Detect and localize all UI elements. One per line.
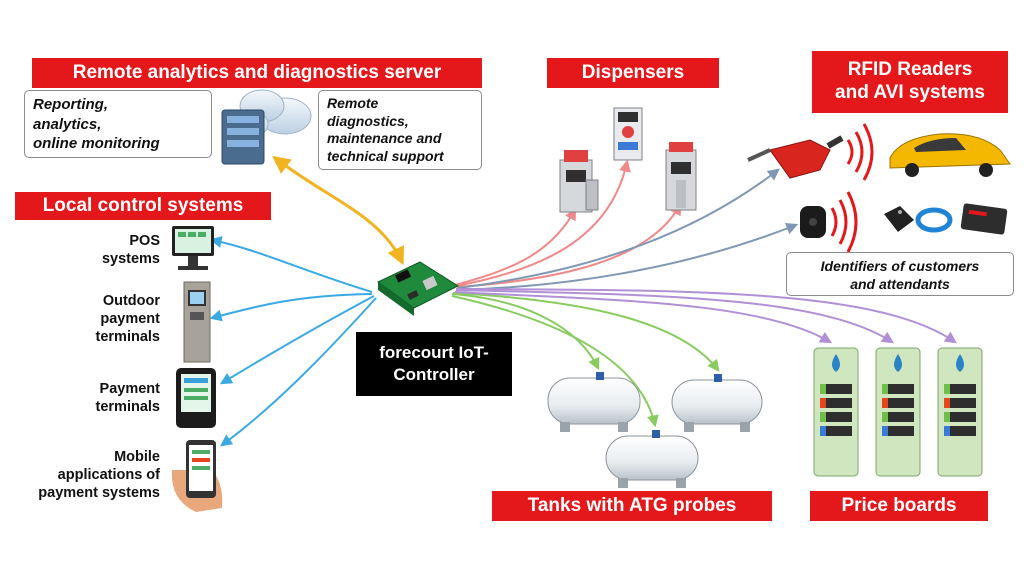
sports-car-icon	[889, 133, 1011, 177]
connector-lines	[209, 155, 957, 447]
tank-3-link-arrow	[452, 292, 720, 372]
pos-terminal-icon	[172, 226, 214, 270]
price-board-2-icon	[875, 347, 921, 477]
pos-systems-label: POS systems	[60, 232, 160, 268]
rfid-signal-waves-top	[846, 123, 874, 181]
support-line-3: maintenance and	[327, 130, 442, 146]
server-link-arrow	[272, 155, 405, 266]
rfid-label-line-1: RFID Readers	[847, 59, 973, 81]
identifiers-line-1: Identifiers of customers	[820, 258, 980, 274]
rfid-nozzle-link-arrow	[457, 168, 780, 289]
outdoor-terminal-link-arrow	[209, 293, 373, 322]
dispenser-3-icon	[665, 142, 697, 211]
reporting-line-1: Reporting,	[33, 96, 108, 113]
price-board-3-link-arrow	[455, 288, 957, 344]
outdoor-terminals-label: Outdoor payment terminals	[40, 292, 160, 346]
payment-line-2: terminals	[95, 399, 160, 416]
controller-line-1: forecourt IoT-	[379, 342, 489, 362]
rfid-reader-link-arrow	[457, 222, 799, 291]
controller-line-2: Controller	[393, 365, 475, 384]
tank-1-icon	[547, 372, 641, 432]
rfid-signal-waves-bottom	[830, 191, 858, 253]
price-board-1-link-arrow	[454, 291, 833, 344]
outdoor-line-1: Outdoor	[102, 293, 160, 309]
reporting-line-3: online monitoring	[33, 135, 160, 152]
dispenser-1-icon	[559, 150, 599, 213]
support-line-1: Remote	[327, 95, 379, 111]
rfid-label-line-2: and AVI systems	[835, 82, 985, 103]
outdoor-terminal-icon	[183, 281, 211, 363]
outdoor-line-3: terminals	[95, 329, 160, 346]
reporting-analytics-box: Reporting, analytics, online monitoring	[24, 90, 212, 158]
remote-support-box: Remote diagnostics, maintenance and tech…	[318, 90, 482, 170]
iot-controller-label: forecourt IoT- Controller	[356, 332, 512, 396]
dispenser-1-link-arrow	[454, 207, 577, 286]
rfid-reader-device-icon	[800, 206, 826, 238]
pos-line-2: systems	[101, 251, 160, 268]
support-line-2: diagnostics,	[327, 112, 409, 129]
tank-2-icon	[671, 374, 763, 432]
payment-terminal-link-arrow	[219, 295, 375, 385]
identifiers-box: Identifiers of customers and attendants	[786, 252, 1014, 296]
payment-terminals-label: Payment terminals	[40, 380, 160, 416]
pos-link-arrow	[209, 236, 373, 293]
outdoor-line-2: payment	[100, 311, 160, 328]
dispenser-2-link-arrow	[455, 159, 631, 287]
price-board-1-icon	[813, 347, 859, 477]
dispenser-3-link-arrow	[456, 202, 682, 288]
price-board-3-icon	[937, 347, 983, 477]
tank-2-link-arrow	[451, 295, 659, 428]
mobile-line-3: payment systems	[38, 485, 160, 502]
mobile-apps-label: Mobile applications of payment systems	[10, 448, 160, 502]
server-icon	[221, 89, 312, 165]
iot-controller-board-icon	[377, 261, 460, 316]
tanks-section-label: Tanks with ATG probes	[492, 491, 772, 521]
server-section-label: Remote analytics and diagnostics server	[32, 58, 482, 88]
payment-terminal-icon	[176, 368, 216, 428]
pos-line-1: POS	[129, 233, 160, 249]
rfid-section-label: RFID Readers and AVI systems	[812, 51, 1008, 113]
mobile-phone-icon	[171, 440, 223, 512]
price-board-2-link-arrow	[455, 289, 895, 344]
mobile-line-2: applications of	[57, 467, 160, 484]
reporting-line-2: analytics,	[33, 115, 102, 133]
rfid-card-icon	[960, 203, 1008, 235]
local-control-section-label: Local control systems	[15, 192, 271, 220]
tank-3-icon	[605, 430, 699, 488]
mobile-line-1: Mobile	[114, 449, 160, 465]
tank-1-link-arrow	[451, 293, 600, 371]
mobile-app-link-arrow	[220, 297, 377, 447]
rfid-wristband-icon	[915, 207, 953, 233]
rfid-fuel-nozzle-icon	[747, 135, 844, 179]
dispensers-section-label: Dispensers	[547, 58, 719, 88]
support-line-4: technical support	[327, 147, 444, 164]
identifiers-line-2: and attendants	[850, 276, 950, 293]
rfid-tag-icon	[884, 206, 914, 232]
payment-line-1: Payment	[99, 381, 160, 397]
dispenser-2-icon	[613, 107, 643, 161]
price-boards-section-label: Price boards	[810, 491, 988, 521]
